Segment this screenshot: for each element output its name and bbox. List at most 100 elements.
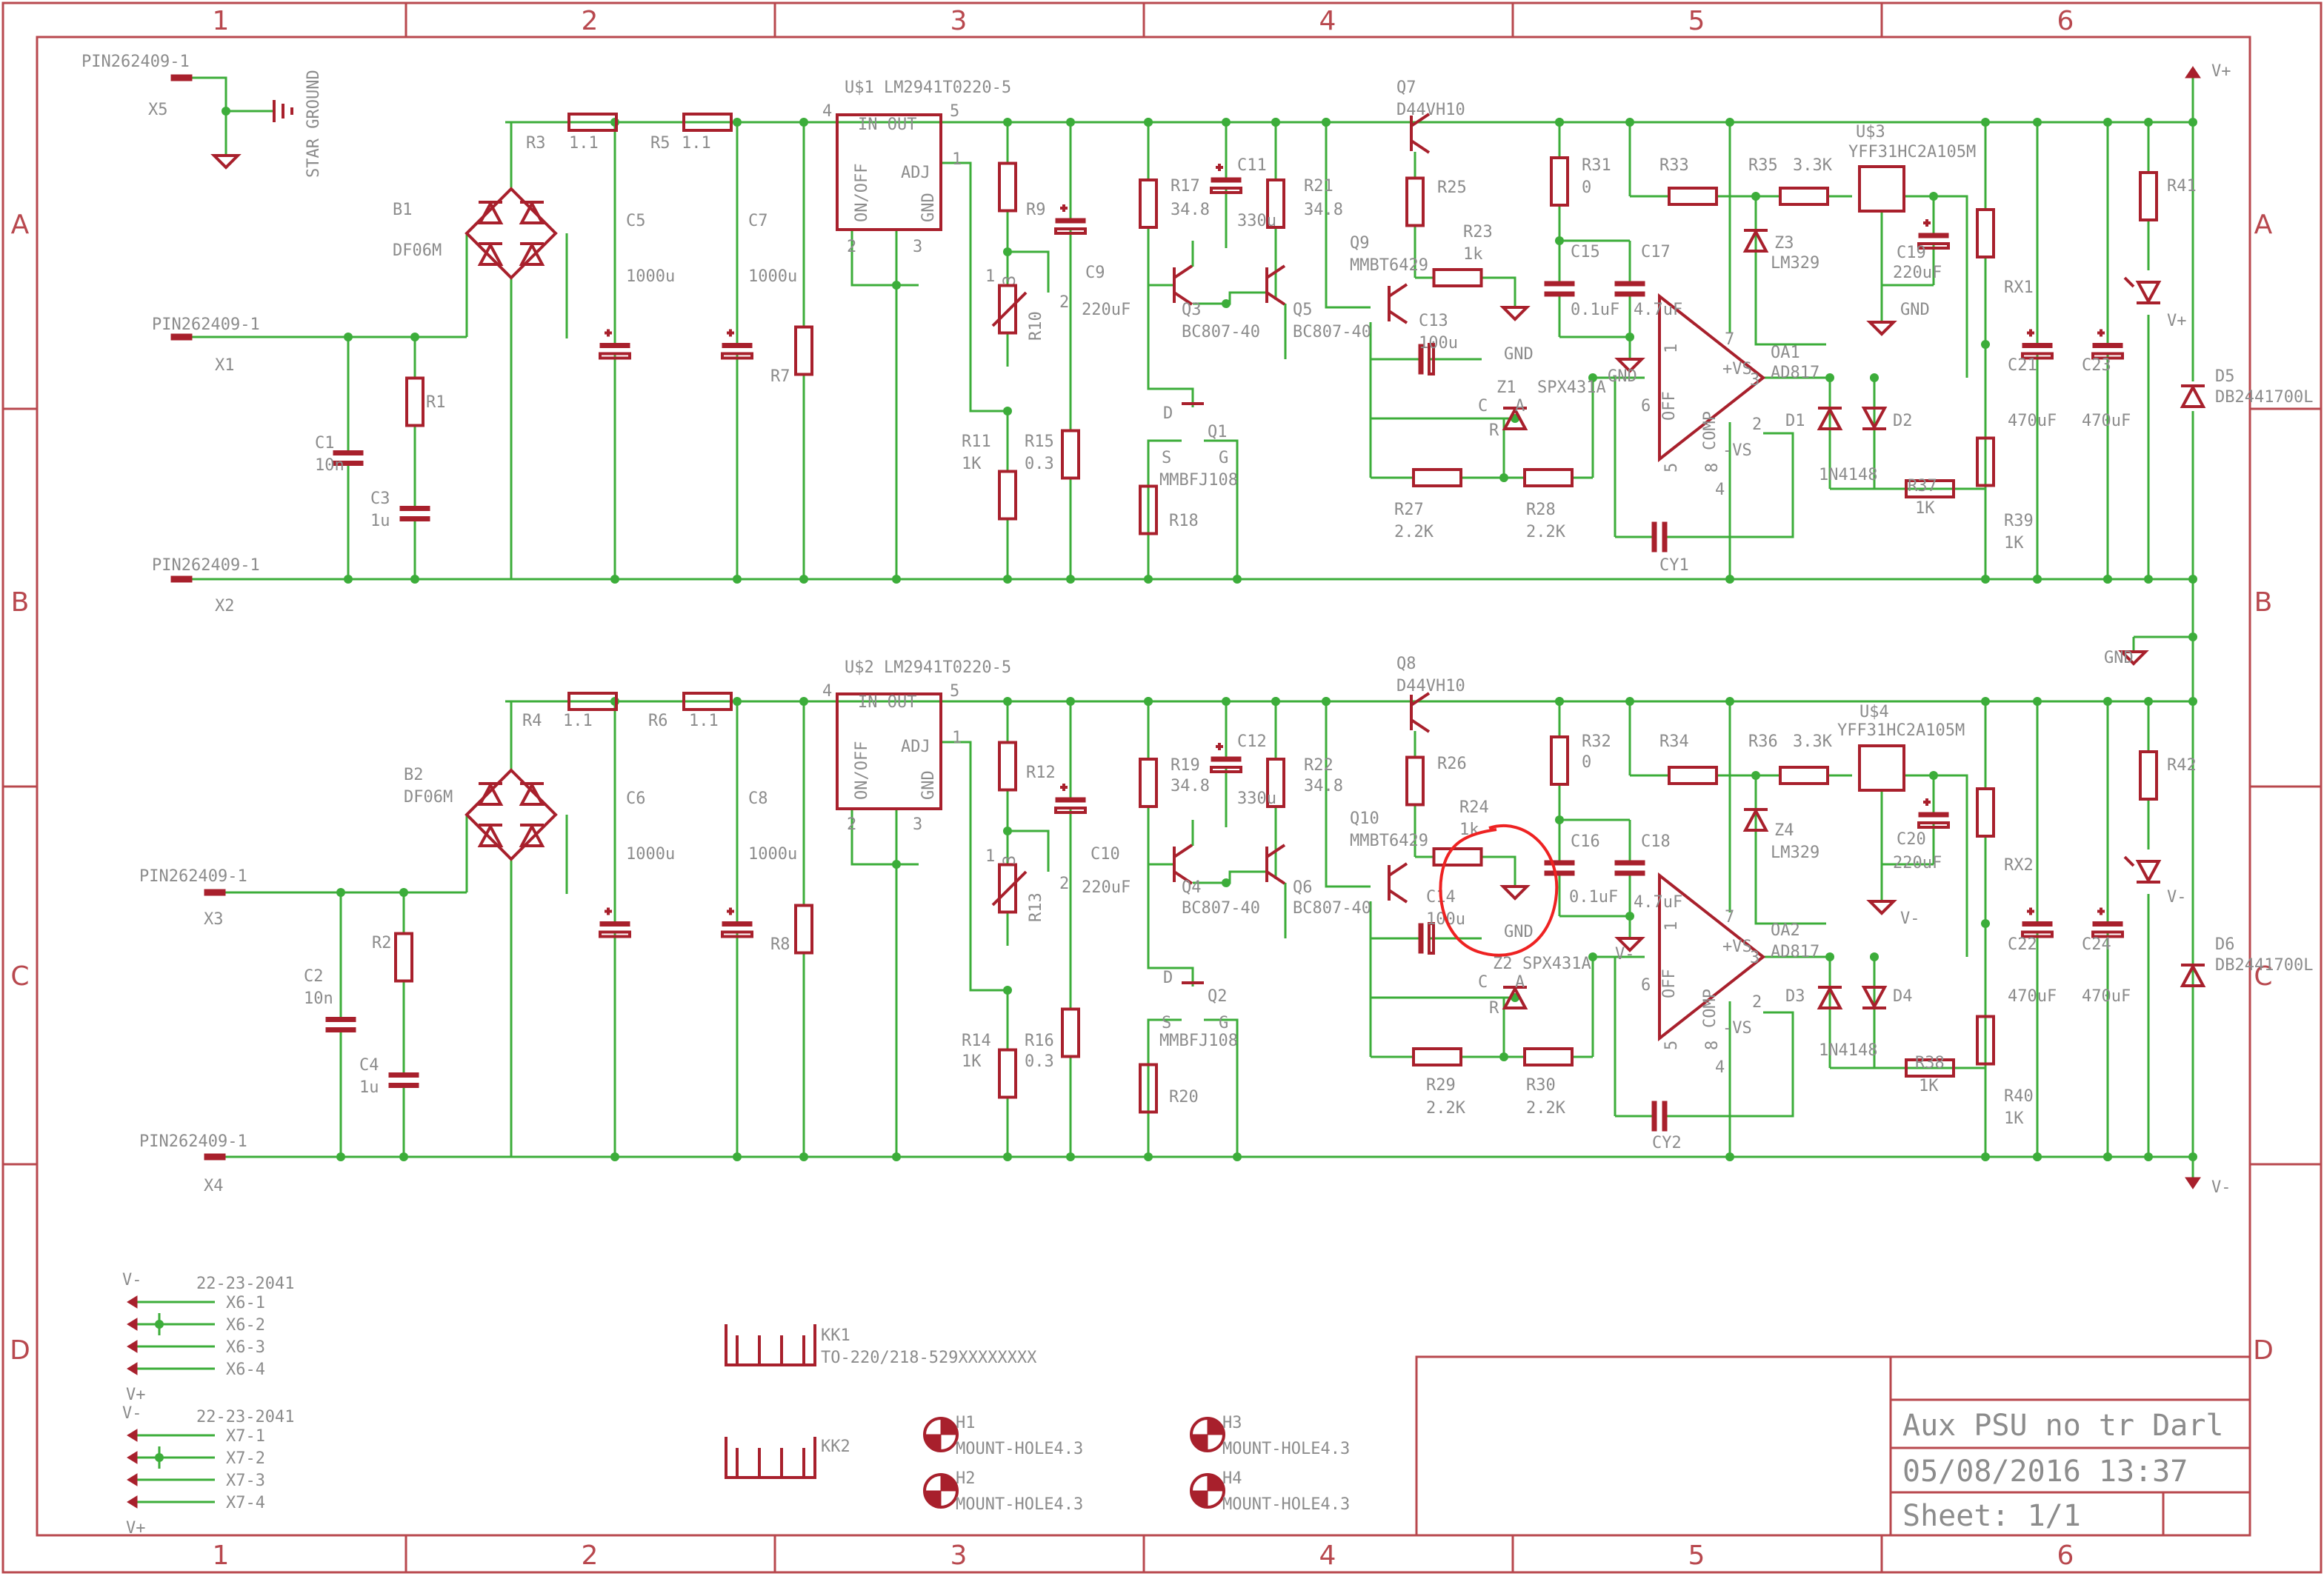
transistor-lead [1265,870,1286,885]
ground-triangle [1614,937,1645,952]
bridge-diode [519,241,545,266]
label-r5-val: 1.1 [682,134,711,153]
label-c6-val: 1000u [626,845,675,864]
cap-plate [1544,281,1575,287]
ground-triangle [1499,885,1531,901]
label-r40-val: 1K [2004,1109,2024,1128]
resistor [1432,268,1483,287]
diode-body [519,241,545,266]
label-oa2: OA2 [1771,921,1800,940]
junction-dot [1003,1152,1012,1161]
label-r24: R24 [1459,798,1489,817]
label-r13-p3: 3 [1001,855,1019,865]
row-label: A [2254,210,2273,240]
bridge-diode [519,781,545,806]
label-u3: U$3 [1856,123,1885,141]
transistor-lead [1410,113,1431,127]
transistor-lead [1173,291,1193,306]
label-c15-val: 0.1uF [1571,301,1619,319]
vplus-arrow [2185,66,2201,79]
cap-plate [1544,860,1575,866]
potentiometer [998,284,1017,335]
label-r6: R6 [648,712,668,730]
diode-body [1817,406,1843,430]
junction-dot [155,1320,164,1329]
cap-plate [1054,807,1087,814]
label-h1-val: MOUNT-HOLE4.3 [956,1440,1083,1458]
resistor [1668,766,1718,785]
label-oa1-p1: 1 [1662,344,1681,353]
label-r35: R35 [1748,156,1778,175]
label-u4: U$4 [1859,703,1889,721]
capacitor [333,450,364,466]
diode-body [1742,807,1769,832]
hole-fill [924,1434,942,1452]
diode-body [2180,384,2206,408]
wire [941,161,1008,413]
label-r23-val: 1k [1463,245,1483,264]
wire [1204,439,1239,579]
resistor [1779,187,1829,206]
capacitor [1614,860,1645,876]
wire [1763,376,1831,489]
label-r31-val: 0 [1582,178,1591,197]
ground-triangle [210,154,242,170]
label-oa2-vs: +VS [1722,938,1752,956]
label-r38-val: 1K [1919,1077,1939,1095]
cap-plate [599,930,631,938]
cap-plate [1614,870,1645,876]
resistor [1976,208,1995,258]
label-q2: Q2 [1208,987,1228,1006]
capacitor [721,329,753,360]
label-u2-p2: 2 [847,815,856,834]
cap-plate [325,1027,356,1032]
label-oa2-p3: 3 [1750,949,1759,967]
components [127,66,2206,1509]
wire [1147,924,1194,987]
label-u1-p1: 1 [952,150,962,169]
label-r13-p2: 2 [1059,875,1069,893]
label-r19-val: 34.8 [1171,777,1210,795]
label-q7-val: D44VH10 [1396,101,1465,119]
resistor [794,325,813,376]
label-oa2-off: OFF [1660,969,1679,998]
resistor [998,741,1017,792]
label-c6: C6 [626,790,646,808]
junction-dot [2144,575,2153,584]
capacitor [2021,329,2054,360]
op-amp [1658,293,1766,463]
resistor [1405,176,1425,227]
cap-plate [1211,177,1242,183]
wire [1704,432,1794,538]
junction-dot [1981,575,1990,584]
wires [137,70,2197,1503]
label-c16: C16 [1571,832,1600,851]
label-d2: D2 [1893,412,1913,430]
label-h4: H4 [1222,1469,1242,1488]
wire [850,809,919,866]
reference-diode [1742,807,1769,832]
junction-dot [1588,952,1597,961]
resistor [998,161,1017,213]
led [2135,860,2162,884]
label-oa2-p6: 6 [1641,976,1651,995]
label-q7: Q7 [1396,79,1416,97]
capacitor [1544,860,1575,876]
label-x6-2: X6-2 [226,1316,265,1335]
label-c8-val: 1000u [748,845,797,864]
label-z2-val: SPX431A [1522,955,1591,973]
junction-dot [2188,632,2197,641]
capacitor [1210,743,1242,773]
label-r30: R30 [1526,1076,1556,1095]
junction-dot [1144,697,1153,706]
label-q8: Q8 [1396,655,1416,673]
label-z3: Z3 [1774,234,1794,253]
junction-dot [1825,952,1834,961]
label-r8: R8 [770,935,790,954]
cap-plate [399,516,430,521]
label-c17-val: 4.7uF [1634,301,1682,319]
title-text: Aux PSU no tr Darl [1902,1409,2223,1443]
cap-plate [1210,187,1242,194]
transistor-lead [1410,692,1431,707]
label-u1-p5: 5 [950,102,959,121]
